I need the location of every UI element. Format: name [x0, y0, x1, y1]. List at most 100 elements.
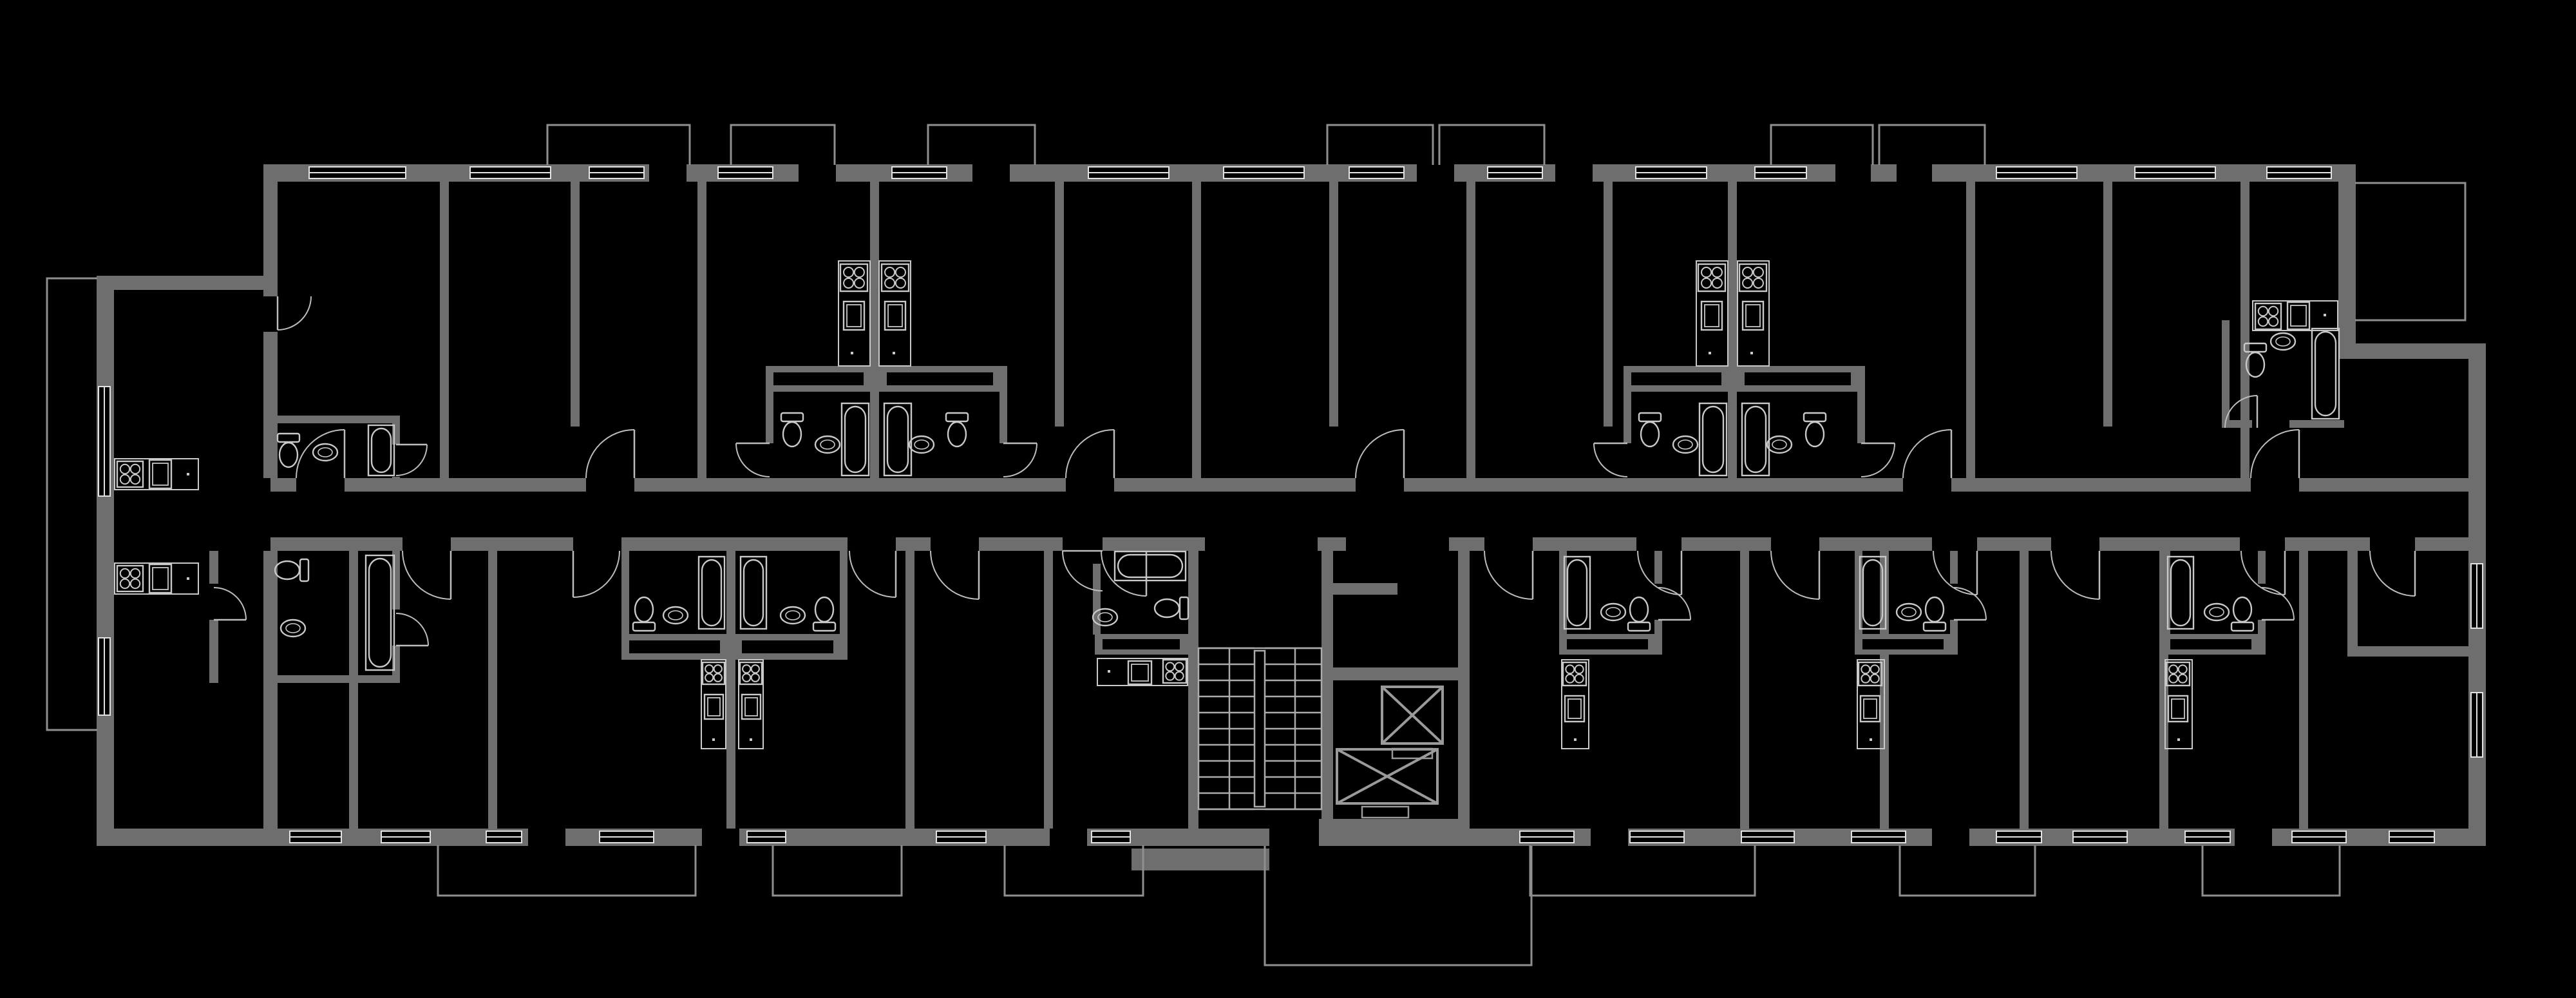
toilet-bowl	[1640, 421, 1660, 448]
wall-segment	[1740, 551, 1749, 829]
toilet-bowl	[814, 596, 835, 623]
wall-opening	[392, 445, 400, 477]
stove-burner	[1870, 673, 1880, 684]
stove-burner	[119, 578, 131, 590]
door-swing	[402, 550, 452, 600]
door-arc	[2261, 587, 2295, 620]
oven-body	[884, 300, 907, 331]
bathtub-basin	[701, 559, 723, 627]
stove-burner	[750, 664, 760, 674]
oven	[703, 693, 724, 720]
bathtub-rim	[1563, 555, 1591, 630]
wall-segment	[2299, 551, 2308, 829]
window	[381, 830, 431, 843]
wall-opening	[999, 443, 1007, 478]
sink-drain	[1901, 607, 1917, 617]
window	[2072, 830, 2128, 843]
oven-body	[1741, 300, 1765, 331]
door-arc	[277, 296, 312, 331]
door-arc	[585, 429, 635, 479]
stove-burner	[2268, 316, 2279, 327]
bathtub-basin	[1566, 559, 1588, 627]
door-arc	[1062, 550, 1103, 591]
window	[1223, 166, 1305, 179]
window	[1349, 166, 1405, 179]
counter-sink-dot	[1870, 738, 1872, 741]
kitchen-counter	[738, 659, 764, 749]
balcony-outline	[1878, 124, 1986, 165]
oven-door	[846, 304, 862, 327]
door-swing	[1003, 442, 1037, 477]
bathtub	[840, 402, 870, 477]
stove-top	[1562, 661, 1587, 687]
wall-opening	[392, 609, 400, 646]
stove	[1857, 661, 1883, 687]
wall-opening	[931, 537, 979, 551]
stove-burner	[843, 267, 855, 278]
wall-opening	[1624, 443, 1631, 478]
window	[891, 166, 947, 179]
stove-top	[1738, 263, 1768, 293]
wall-segment	[1458, 551, 1470, 829]
stove-burner	[742, 664, 752, 674]
stove-burner	[1574, 673, 1584, 684]
toilet	[780, 412, 804, 448]
bathtub-basin	[2314, 331, 2337, 417]
stove-burner	[1711, 267, 1723, 278]
stove-top	[1697, 263, 1727, 293]
stove-burner	[1861, 673, 1871, 684]
sink-basin	[1600, 602, 1627, 622]
toilet-bowl	[274, 560, 301, 581]
door-swing	[1065, 429, 1115, 479]
stove-burner	[1174, 671, 1184, 681]
window	[2389, 830, 2435, 843]
oven-door	[152, 567, 169, 590]
sink-drain	[1605, 607, 1621, 617]
sink	[2203, 602, 2230, 622]
wall-opening	[2252, 420, 2289, 428]
stove-burner	[1574, 664, 1584, 675]
kitchen-counter	[2252, 300, 2338, 331]
kitchen-counter	[114, 562, 199, 595]
wall-segment	[697, 182, 706, 478]
door-swing	[572, 550, 620, 598]
stove-burner	[705, 664, 714, 674]
kitchen-counter	[701, 659, 726, 749]
door-arc	[395, 444, 428, 476]
toilet-bowl	[2245, 351, 2266, 378]
wall-openings-layer	[209, 164, 2415, 846]
stove-burner	[129, 463, 141, 475]
toilet	[2243, 342, 2268, 378]
door-swing	[1933, 550, 1978, 595]
sink	[1672, 435, 1699, 454]
wall-segment	[2347, 646, 2468, 657]
sink-basin	[312, 443, 339, 462]
wall-opening	[1346, 537, 1449, 551]
balconies-layer	[46, 124, 2467, 966]
door-swing	[2050, 550, 2101, 600]
stove-top	[739, 661, 763, 686]
door-swing	[276, 296, 312, 331]
bathtub-basin	[1862, 559, 1884, 627]
balcony-outline	[1770, 124, 1874, 165]
wall-opening	[1591, 829, 1628, 846]
oven	[1859, 695, 1881, 723]
stove-burner	[853, 277, 865, 289]
wall-opening	[1050, 829, 1087, 846]
stove-burner	[1742, 267, 1754, 278]
stove-burner	[713, 673, 723, 682]
bathtub-rim	[1113, 550, 1187, 582]
bathtub-basin	[1744, 405, 1767, 474]
door-arc	[1933, 550, 1978, 595]
wall-opening	[1857, 443, 1865, 478]
door-arc	[1003, 443, 1037, 477]
stove-burner	[843, 277, 855, 289]
stove-burner	[884, 267, 896, 278]
door-swing	[1593, 442, 1628, 477]
stove-burner	[1165, 662, 1175, 672]
oven	[2286, 301, 2311, 331]
door-arc	[1065, 429, 1115, 479]
wall-segment	[621, 551, 629, 655]
sink-drain	[668, 610, 683, 620]
oven-door	[2171, 698, 2185, 719]
